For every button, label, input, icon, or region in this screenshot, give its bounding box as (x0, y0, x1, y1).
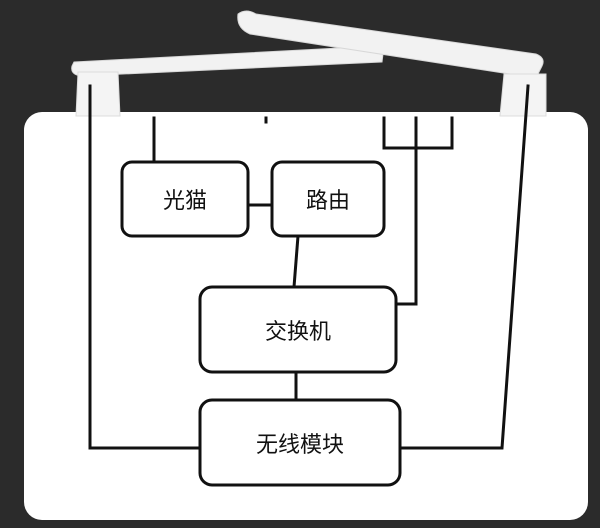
switch-box (198, 285, 398, 374)
router-switch-link (292, 234, 300, 289)
optical-modem-box (120, 160, 250, 238)
right-antenna-wire (400, 84, 530, 450)
left-antenna-wire (88, 84, 202, 450)
port-bracket (382, 116, 454, 150)
switch-port-link (394, 146, 418, 306)
router-box (270, 160, 386, 238)
wireless-module-box (198, 398, 402, 487)
left-antenna (71, 45, 384, 117)
right-antenna (237, 10, 547, 117)
